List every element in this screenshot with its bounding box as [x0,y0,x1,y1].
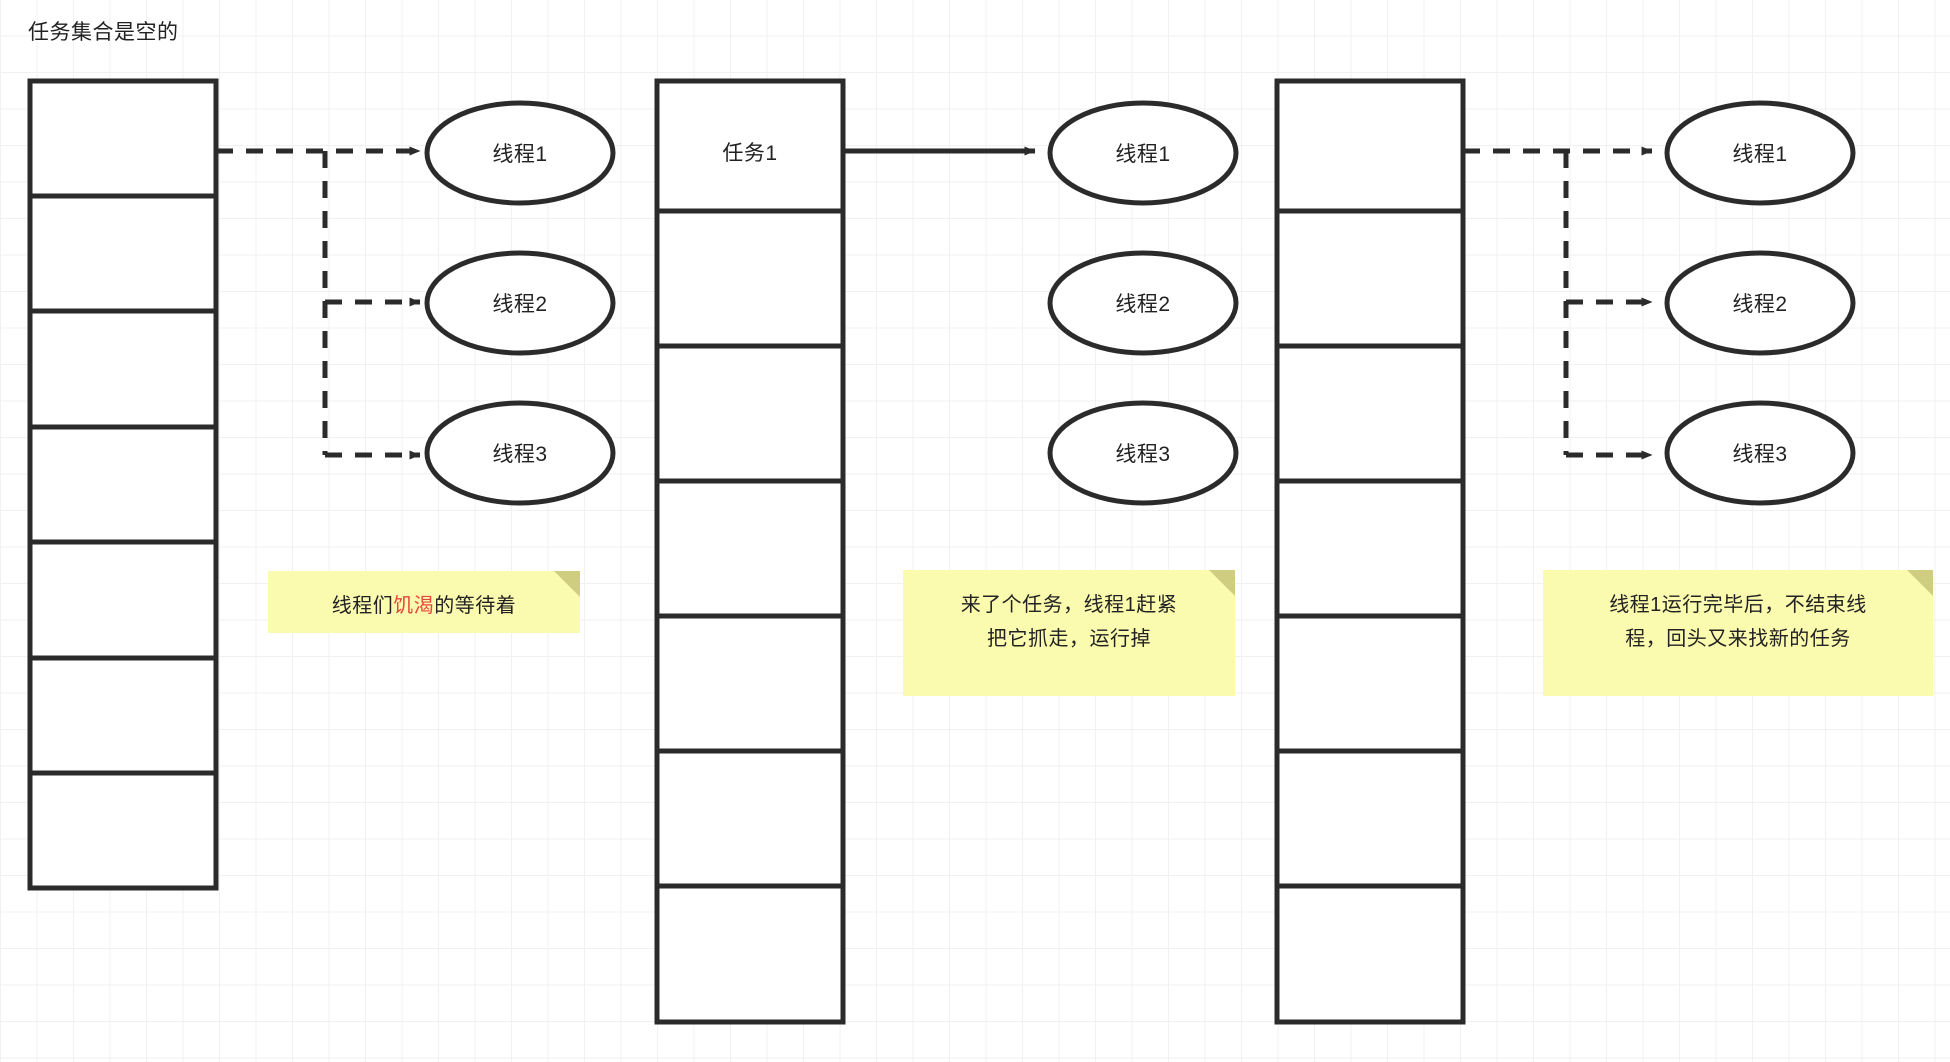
thread-node [1047,250,1239,356]
thread-node [1664,250,1856,356]
note-plain-text: 的等待着 [434,595,517,617]
panel-3-thread-nodes [1664,100,1856,506]
note-fold-corner-icon [1209,570,1235,596]
sticky-note-panel-3: 线程1运行完毕后，不结束线程，回头又来找新的任务 [1543,570,1933,696]
note-plain-text: 程，回头又来找新的任务 [1625,628,1851,650]
thread-node [1664,400,1856,506]
note-text-panel-2: 来了个任务，线程1赶紧把它抓走，运行掉 [919,588,1219,656]
panel-3-thread-1-label: 线程1 [1732,143,1788,166]
note-text-panel-3: 线程1运行完毕后，不结束线程，回头又来找新的任务 [1559,588,1917,656]
panel-2-thread-1-label: 线程1 [1115,143,1171,166]
note-plain-text: 把它抓走，运行掉 [987,628,1151,650]
task-queue-one-task [654,78,846,1025]
panel-1-dashed-connectors [216,146,421,460]
panel-1-thread-3-label: 线程3 [492,443,548,466]
sticky-note-panel-1: 线程们饥渴的等待着 [268,571,580,633]
note-text-panel-1: 线程们饥渴的等待着 [284,589,564,623]
thread-node [424,100,616,206]
thread-node [424,250,616,356]
note-highlight-text: 饥渴 [393,595,435,617]
panel-3-dashed-connectors [1463,146,1653,460]
thread-node [1047,400,1239,506]
note-fold-corner-icon [554,571,580,597]
panel-1-thread-nodes [424,100,616,506]
sticky-note-panel-2: 来了个任务，线程1赶紧把它抓走，运行掉 [903,570,1235,696]
note-plain-text: 来了个任务，线程1赶紧 [960,594,1178,616]
panel-1-thread-2-label: 线程2 [492,293,548,316]
note-plain-text: 线程1运行完毕后，不结束线 [1609,594,1867,616]
panel-3-thread-3-label: 线程3 [1732,443,1788,466]
note-fold-corner-icon [1907,570,1933,596]
task-queue-empty [27,78,219,891]
page-title: 任务集合是空的 [28,21,179,44]
panel-2-thread-2-label: 线程2 [1115,293,1171,316]
panel-2-thread-nodes [1047,100,1239,506]
thread-node [1664,100,1856,206]
panel-3-thread-2-label: 线程2 [1732,293,1788,316]
panel-2-thread-3-label: 线程3 [1115,443,1171,466]
task-queue-empty-again [1274,78,1466,1025]
thread-node [1047,100,1239,206]
task-cell-label: 任务1 [722,142,778,165]
thread-node [424,400,616,506]
note-plain-text: 线程们 [331,595,394,617]
panel-1-thread-1-label: 线程1 [492,143,548,166]
